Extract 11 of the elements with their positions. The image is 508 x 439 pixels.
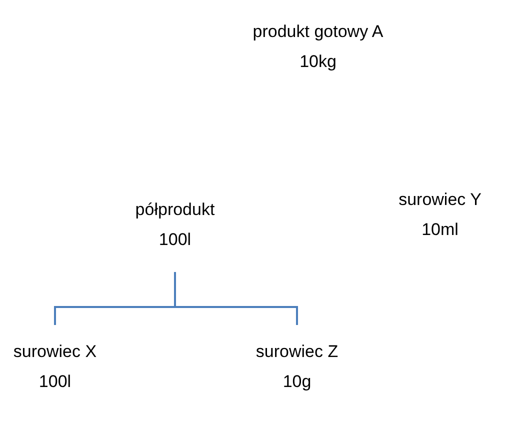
item-quantity: 10ml — [422, 219, 458, 241]
item-quantity: 10kg — [300, 51, 336, 73]
tree-connector — [174, 272, 298, 325]
item-quantity: 100l — [38, 371, 72, 393]
item-name: produkt gotowy A — [252, 21, 384, 43]
item-quantity: 100l — [158, 229, 192, 251]
item-name: surowiec Y — [398, 189, 482, 211]
item-quantity: 10g — [282, 371, 312, 393]
item-name: surowiec X — [13, 341, 97, 363]
item-name: surowiec Z — [256, 341, 338, 363]
item-name: półprodukt — [135, 199, 215, 221]
